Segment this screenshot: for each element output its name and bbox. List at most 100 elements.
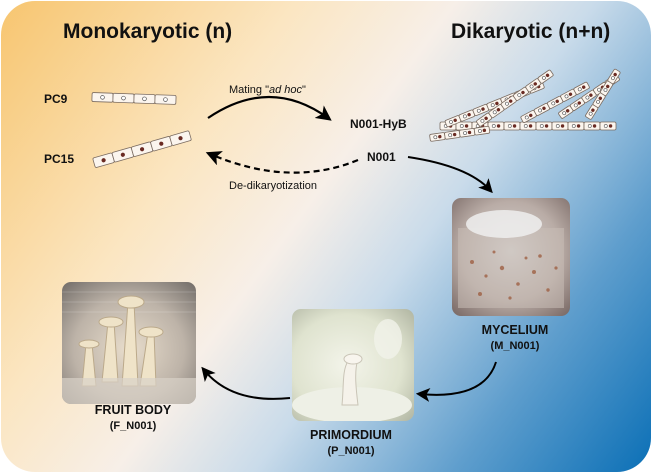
pc15-hypha-nucleus [159, 141, 164, 146]
dikaryon-branch-nucleus [517, 93, 522, 97]
dikaryon-branch-nucleus [529, 113, 533, 118]
dikaryon-main-hypha-nucleus [576, 124, 581, 128]
dikaryon-branch-nucleus [596, 99, 600, 104]
fruit-body-photo [62, 282, 196, 404]
dikaryon-branch-cell [607, 68, 621, 85]
dikaryon-main-hypha-nucleus [544, 124, 549, 128]
dikaryon-branch-nucleus [438, 134, 442, 139]
dikaryon-branch-nucleus [577, 87, 582, 92]
pc9-hypha-nucleus [142, 96, 147, 102]
dikaryon-main-hypha-nucleus [523, 124, 528, 128]
mating-label-suffix: " [302, 84, 306, 96]
pc15-hypha-nucleus [139, 147, 145, 152]
dikaryon-branch-nucleus [453, 118, 457, 122]
dikaryon-branch-nucleus [481, 107, 485, 111]
dikaryon-branch-nucleus [611, 76, 615, 81]
dikaryon-branch-cell [444, 130, 461, 140]
mating-label-italic: ad hoc [268, 84, 303, 96]
dikaryon-branch-nucleus [521, 90, 525, 95]
dikaryon-main-hypha-cell [519, 121, 537, 131]
dikaryon-main-hypha-nucleus [507, 124, 512, 128]
pc15-hypha-nucleus [101, 158, 106, 163]
n001-to-mycelium-arrow [407, 156, 493, 194]
dikaryon-branch-nucleus [541, 75, 546, 80]
dikaryon-branch-nucleus [589, 93, 593, 97]
pc9-hypha-nucleus [163, 97, 168, 102]
dikaryon-branch-cell [573, 81, 590, 95]
dikaryotic-heading: Dikaryotic (n+n) [451, 20, 611, 43]
primordium-code: (P_N001) [327, 445, 375, 457]
dikaryon-main-hypha-nucleus [464, 124, 469, 128]
dikaryon-branch-nucleus [496, 108, 501, 112]
mycelium-label: MYCELIUM [481, 323, 549, 337]
dikaryon-branch-nucleus [480, 119, 485, 123]
dikaryon-branch-nucleus [452, 132, 457, 137]
pc9-hypha-nucleus [100, 95, 105, 100]
mycelium-code: (M_N001) [490, 340, 540, 352]
fruit-body-label: FRUIT BODY [94, 403, 172, 417]
mating-arrow [207, 95, 332, 121]
dikaryon-branch [429, 125, 491, 142]
dikaryon-branch-nucleus [467, 112, 471, 117]
primordium-to-fruit-body-arrow [201, 366, 291, 400]
mycelium-photo [452, 198, 570, 316]
dikaryon-branch-nucleus [476, 108, 481, 113]
dikaryon-branch-nucleus [482, 128, 487, 133]
dikaryon-branch-nucleus [588, 111, 593, 116]
dikaryon-main-hypha-nucleus [491, 124, 496, 128]
dikaryon-branch-nucleus [448, 133, 453, 138]
dikaryon-main-hypha-nucleus [539, 124, 544, 128]
dikaryon-branch-nucleus [505, 101, 509, 106]
dikaryon-branch-cell [458, 109, 476, 122]
dikaryon-branch-nucleus [484, 116, 488, 121]
dikaryon-branch-nucleus [565, 109, 570, 113]
dikaryon-branch-cell [537, 69, 554, 84]
mating-label-prefix: Mating " [229, 84, 269, 96]
dikaryon-branch [476, 69, 554, 127]
dikaryon-branch-nucleus [591, 108, 595, 112]
dikaryon-main-hypha-nucleus [603, 124, 608, 128]
dikaryon-branch-nucleus [577, 101, 581, 105]
dikaryon-branch-nucleus [603, 88, 608, 92]
dikaryon-branch [585, 68, 621, 120]
dikaryon-branch-nucleus [463, 131, 467, 135]
dikaryon-branch-nucleus [555, 99, 559, 103]
dikaryon-branch-cell [459, 128, 476, 138]
strain-label-pc9: PC9 [44, 92, 68, 106]
dikaryon-main-hypha-cell [503, 121, 521, 131]
dikaryon-branch-nucleus [551, 101, 556, 106]
dikaryon-main-hypha-nucleus [592, 124, 597, 128]
dikaryon-main-hypha [439, 121, 617, 131]
dikaryon-main-hypha-nucleus [496, 124, 501, 128]
dikaryon-main-hypha-nucleus [555, 124, 560, 128]
dikaryon-branch-nucleus [545, 73, 550, 78]
strain-label-pc15: PC15 [44, 152, 75, 166]
primordium-label: PRIMORDIUM [310, 428, 392, 442]
dikaryon-branch-nucleus [529, 84, 534, 89]
dikaryon-main-hypha-nucleus [587, 124, 592, 128]
dikaryon-branch-nucleus [606, 84, 610, 89]
pc15-hypha-nucleus [120, 152, 125, 157]
dikaryon-branch-cell [473, 125, 491, 136]
dikaryon-branch-nucleus [467, 130, 472, 135]
dedikaryotization-label: De-dikaryotization [229, 180, 318, 192]
dikaryon-main-hypha-cell [567, 121, 585, 131]
primordium-photo [292, 309, 414, 421]
dikaryon-main-hypha-nucleus [571, 124, 576, 128]
dikaryon-branch-nucleus [463, 114, 467, 119]
dikaryon-branch-nucleus [508, 99, 513, 103]
strain-label-n001: N001 [367, 150, 396, 164]
dikaryon-branch-nucleus [564, 94, 569, 99]
dikaryon-main-hypha-cell [583, 121, 601, 131]
dikaryon-branch [520, 81, 590, 123]
dikaryon-branch-nucleus [449, 120, 453, 124]
dikaryon-branch-nucleus [490, 103, 495, 108]
dikaryon-main-hypha-cell [487, 121, 505, 131]
strain-label-n001-hyb: N001-HyB [350, 117, 407, 131]
dikaryon-branch-nucleus [562, 111, 567, 116]
mycelium-to-primordium-arrow [415, 361, 497, 402]
dikaryon-branch-nucleus [524, 115, 529, 120]
pc9-hypha-nucleus [121, 95, 126, 101]
dikaryon-main-hypha-cell [535, 121, 553, 131]
